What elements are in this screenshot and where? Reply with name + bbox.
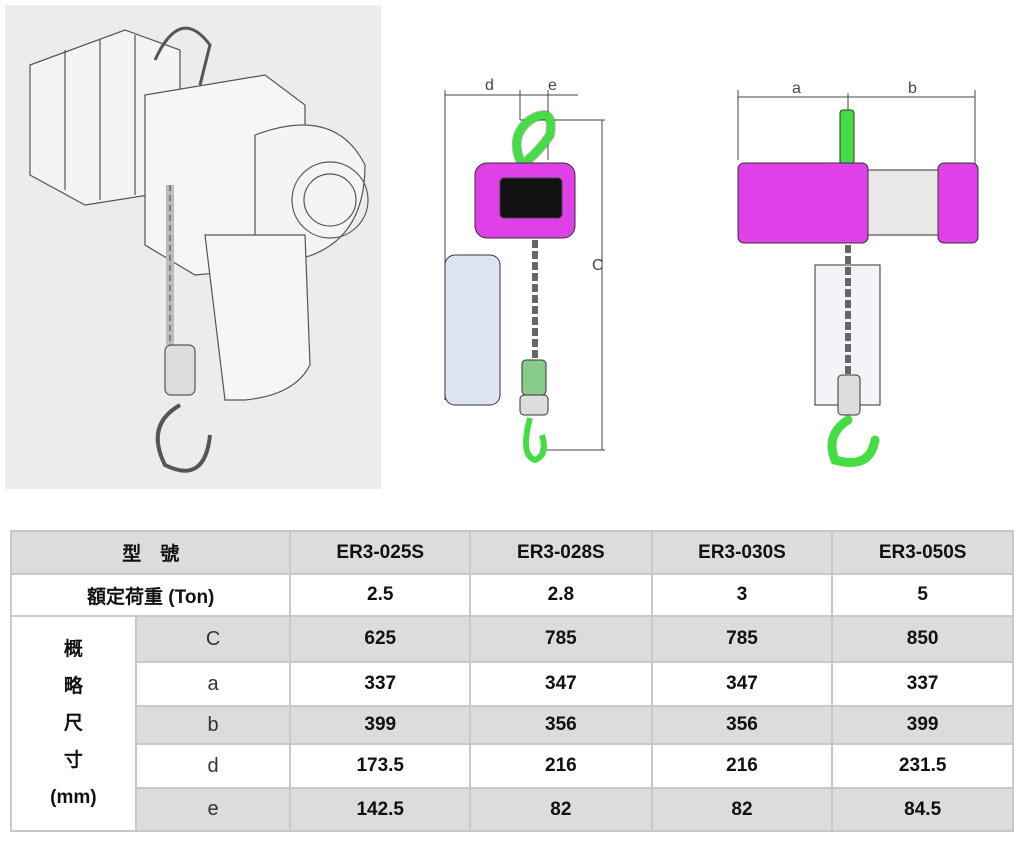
dim-label-c: C: [592, 257, 604, 274]
dim-label: e: [134, 787, 292, 832]
dim-label-e: e: [548, 77, 557, 94]
dim-cell: 337: [289, 661, 472, 707]
dim-label: d: [134, 743, 292, 789]
dim-label: C: [134, 615, 292, 663]
dim-row-d: d 173.5 216 216 231.5: [11, 743, 1014, 789]
model-header: 型 號: [9, 530, 292, 575]
isometric-hoist-drawing: [5, 5, 381, 489]
dim-label: a: [134, 661, 292, 707]
dim-cell: 785: [469, 615, 653, 663]
model-cell: ER3-050S: [831, 530, 1014, 575]
dim-cell: 216: [650, 743, 834, 789]
model-cell: ER3-030S: [650, 530, 834, 575]
dim-cell: 625: [289, 615, 472, 663]
load-cell: 2.5: [289, 573, 472, 617]
dim-row-b: b 399 356 356 399: [11, 705, 1014, 745]
dim-row-a: a 337 347 347 337: [11, 661, 1014, 707]
group-char: 略: [63, 676, 83, 697]
dim-cell: 231.5: [831, 743, 1014, 789]
dim-cell: 82: [650, 787, 834, 832]
dim-label-d: d: [485, 77, 494, 94]
load-cell: 2.8: [469, 573, 653, 617]
load-row: 額定荷重 (Ton) 2.5 2.8 3 5: [9, 573, 1014, 617]
model-row: 型 號 ER3-025S ER3-028S ER3-030S ER3-050S: [9, 530, 1014, 575]
load-header: 額定荷重 (Ton): [9, 573, 292, 617]
group-char: 概: [63, 639, 83, 660]
model-cell: ER3-025S: [289, 530, 472, 575]
load-cell: 5: [831, 573, 1014, 617]
front-view-diagram: a b: [720, 75, 990, 475]
dim-row-e: e 142.5 82 82 84.5: [11, 787, 1014, 832]
dim-cell: 785: [650, 615, 834, 663]
dim-cell: 347: [650, 661, 834, 707]
group-unit: (mm): [50, 787, 97, 808]
dim-label-a: a: [792, 80, 801, 97]
side-view-diagram: d e C: [430, 60, 620, 480]
group-char: 寸: [63, 750, 83, 771]
dim-cell: 347: [469, 661, 653, 707]
dim-cell: 399: [289, 705, 472, 745]
dim-label-b: b: [908, 80, 917, 97]
dimension-group-label: 概 略 尺 寸 (mm): [10, 615, 137, 832]
dim-cell: 850: [831, 615, 1014, 663]
dim-cell: 399: [831, 705, 1014, 745]
dim-cell: 84.5: [831, 787, 1014, 832]
dim-cell: 142.5: [289, 787, 472, 832]
dim-row-c: 概 略 尺 寸 (mm) C 625 785 785 850: [10, 615, 1014, 832]
dim-label: b: [134, 705, 292, 745]
load-cell: 3: [650, 573, 834, 617]
group-char: 尺: [63, 713, 83, 734]
dim-cell: 82: [469, 787, 653, 832]
spec-table: 型 號 ER3-025S ER3-028S ER3-030S ER3-050S …: [9, 530, 1014, 832]
dim-cell: 356: [469, 705, 653, 745]
dim-cell: 337: [831, 661, 1014, 707]
dim-cell: 356: [650, 705, 834, 745]
model-cell: ER3-028S: [469, 530, 653, 575]
dim-cell: 216: [469, 743, 653, 789]
dim-cell: 173.5: [289, 743, 472, 789]
